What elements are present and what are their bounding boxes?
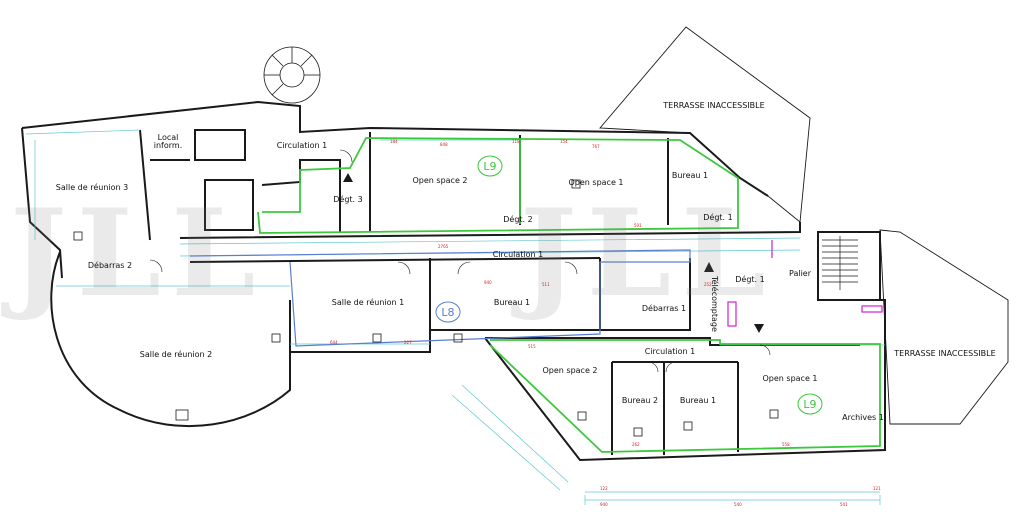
watermark-2: JLL	[511, 183, 776, 324]
dimension-label: 540	[734, 502, 742, 507]
terrace-label: TERRASSE INACCESSIBLE	[662, 101, 764, 110]
room-label: Salle de réunion 3	[56, 182, 128, 192]
dimension-label: 511	[542, 282, 550, 287]
lot-badge-l8: L8	[435, 301, 461, 323]
room-label: Bureau 1	[672, 171, 708, 180]
room-label: Palier	[789, 269, 812, 278]
room-label: Salle de réunion 2	[140, 349, 212, 359]
dimension-label: 227	[404, 340, 412, 345]
room-label: Circulation 1	[277, 141, 327, 150]
dimension-label: 940	[600, 502, 608, 507]
lot-l8-outline	[189, 249, 691, 347]
room-label: Open space 2	[542, 366, 597, 375]
room-label: Dégt. 3	[333, 194, 362, 204]
room-label: Circulation 1	[645, 347, 695, 356]
room-label: Débarras 2	[88, 260, 132, 270]
room-label: Open space 2	[412, 176, 467, 185]
terrace-label: TERRASSE INACCESSIBLE	[893, 349, 995, 358]
lot-label: L8	[441, 306, 454, 319]
lot-label: L9	[803, 398, 816, 411]
room-label: Open space 1	[568, 178, 623, 187]
dimension-label: 262	[632, 442, 640, 447]
dimension-label: 644	[330, 340, 338, 345]
technical-markers	[727, 240, 883, 327]
room-label: Débarras 1	[642, 303, 686, 313]
room-label: Dégt. 1	[735, 274, 764, 284]
fixtures	[73, 179, 779, 437]
dimension-label: 940	[484, 280, 492, 285]
lot-badge-l9-bottom: L9	[797, 393, 823, 415]
lot-label: L9	[483, 160, 496, 173]
dimension-label: 558	[782, 442, 790, 447]
main-stair	[822, 236, 858, 290]
dimension-label: 184	[390, 139, 398, 144]
terrace-right-outline	[879, 229, 1009, 425]
dimension-label: 121	[873, 486, 881, 491]
watermark: JLL	[1, 183, 266, 324]
door-swings	[149, 149, 771, 373]
dimension-label: 122	[600, 486, 608, 491]
room-label: inform.	[154, 141, 183, 150]
room-label: Dégt. 2	[503, 214, 532, 224]
lot-l9-bottom-outline	[489, 339, 881, 453]
room-label: Bureau 1	[494, 298, 530, 307]
dimension-label: 118	[512, 139, 520, 144]
room-label: Salle de réunion 1	[332, 297, 404, 307]
room-label: Dégt. 1	[703, 212, 732, 222]
room-labels: Salle de réunion 3 Local inform. Circula…	[56, 133, 884, 422]
dimension-label: 848	[440, 142, 448, 147]
room-label: Circulation 1	[493, 250, 543, 259]
dimension-label: 2765	[438, 244, 449, 249]
dimension-label: 541	[840, 502, 848, 507]
dimension-label: 252	[704, 282, 712, 287]
dimension-label: 767	[592, 144, 600, 149]
room-label: Bureau 1	[680, 396, 716, 405]
room-label: Open space 1	[762, 374, 817, 383]
dimension-label: 501	[634, 223, 642, 228]
spiral-stair	[263, 46, 321, 104]
access-arrows	[343, 173, 764, 333]
room-label: Télécomptage	[710, 275, 720, 332]
dimension-labels: 848 767 184 118 154 2765 501 940 511 515…	[330, 139, 881, 507]
room-label: Local	[158, 133, 179, 142]
dimension-label: 154	[560, 139, 568, 144]
room-label: Bureau 2	[622, 396, 658, 405]
dimension-label: 515	[528, 344, 536, 349]
lot-l9-top-outline	[257, 137, 739, 234]
room-label: Archives 1	[842, 413, 884, 422]
lot-badge-l9-top: L9	[477, 155, 503, 177]
